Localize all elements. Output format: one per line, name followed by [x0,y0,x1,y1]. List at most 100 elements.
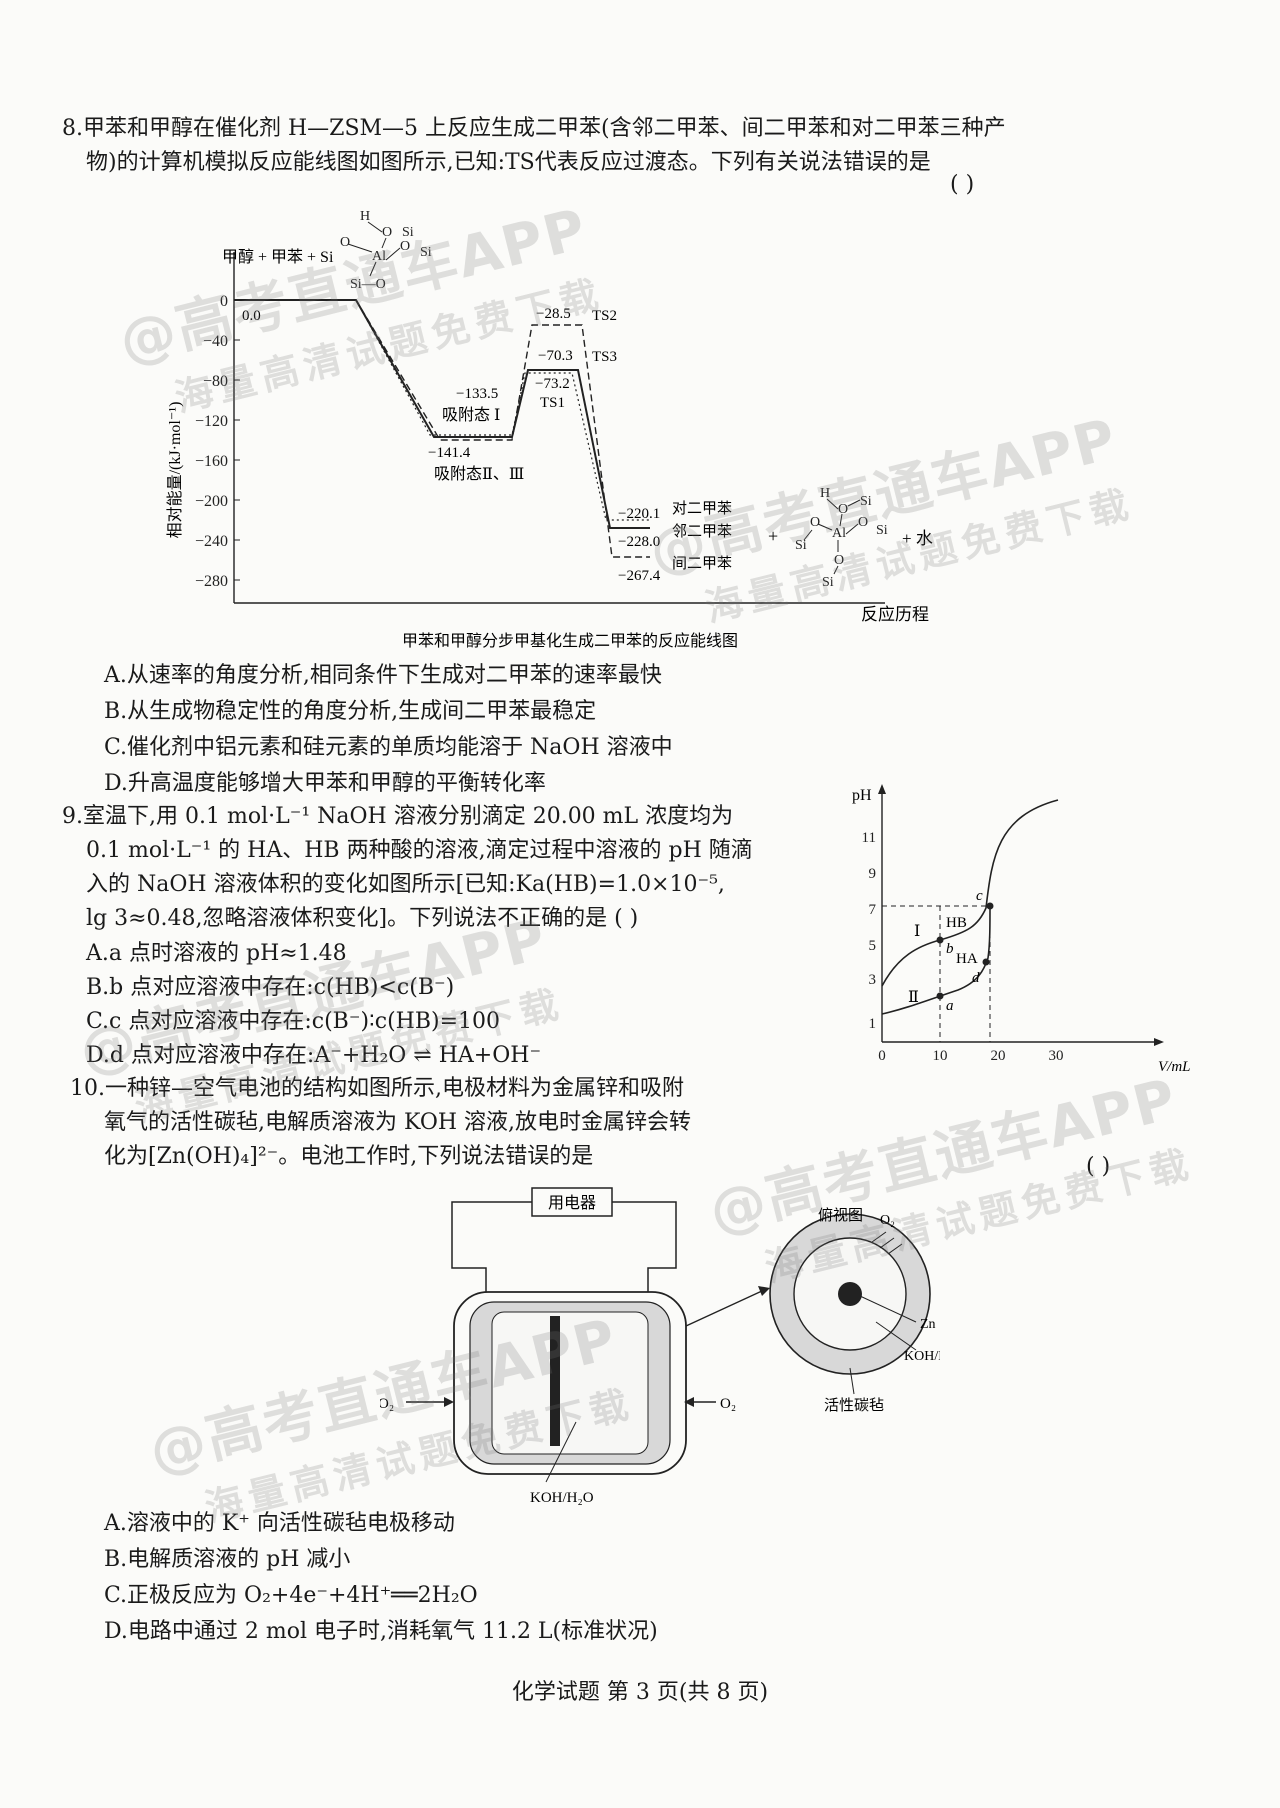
label-meta-value: −267.4 [618,568,661,584]
svg-text:H: H [360,209,370,224]
svg-text:10: 10 [933,1048,948,1064]
ytick-80: −80 [203,373,228,390]
q10-option-b: B.电解质溶液的 pH 减小 [104,1547,351,1572]
svg-text:O: O [382,225,392,240]
svg-text:Si—O: Si—O [350,277,386,292]
svg-text:O: O [340,235,350,250]
point-d [982,958,990,966]
label-ts3-value: −70.3 [538,348,573,364]
q9-option-d: D.d 点对应溶液中存在:A⁻+H₂O ⇌ HA+OH⁻ [86,1043,542,1068]
label-ads23-value: −141.4 [428,445,471,461]
topview-o2-label: O₂ [880,1213,895,1228]
label-hb: HB [946,915,967,931]
label-ortho: 邻二甲苯 [672,523,732,540]
zinc-electrode [550,1316,560,1446]
path-ts3-solid [234,299,650,529]
koh-label: KOH/H₂O [904,1349,940,1364]
label-b: b [946,941,954,957]
svg-text:30: 30 [1049,1048,1064,1064]
svg-text:Si: Si [795,538,807,553]
start-label: 甲醇 + 甲苯 + Si [222,248,334,266]
curve-ha [881,905,991,1015]
ytick-200: −200 [195,493,228,510]
catalyst-structure-end: H O Si O Al O Si Si O Si [795,486,888,590]
label-meta: 间二甲苯 [672,555,732,572]
ytick-40: −40 [203,333,228,350]
svg-text:0: 0 [878,1048,886,1064]
svg-text:O: O [838,502,848,517]
label-para: 对二甲苯 [672,500,732,517]
q9-line3: 入的 NaOH 溶液体积的变化如图所示[已知:Ka(HB)=1.0×10⁻⁵, [86,872,725,897]
felt-label: 活性碳毡 [824,1397,884,1414]
wire-right [612,1201,677,1292]
label-ts3: TS3 [592,349,617,365]
electrolyte-label: KOH/H₂O [530,1490,594,1506]
ph-y-ticks: 1 3 5 7 9 11 [862,830,877,1032]
q9-option-a: A.a 点时溶液的 pH≈1.48 [86,941,347,966]
label-ads1: 吸附态 Ⅰ [442,406,500,424]
svg-text:Si: Si [402,225,414,240]
ytick-160: −160 [195,453,228,470]
o2-left-label: O₂ [380,1396,394,1412]
catalyst-structure-start: H O Si O Al O Si Si—O [340,209,432,292]
point-c [986,902,994,910]
label-ts1-value: −73.2 [535,376,570,392]
svg-text:Si: Si [420,245,432,260]
q8-line1: 8.甲苯和甲醇在催化剂 H—ZSM—5 上反应生成二甲苯(含邻二甲苯、间二甲苯和… [62,116,1006,141]
energy-caption: 甲苯和甲醇分步甲基化生成二甲苯的反应能线图 [402,631,738,650]
label-ts2-value: −28.5 [536,306,571,322]
svg-text:Si: Si [876,523,888,538]
label-para-value: −220.1 [618,506,660,522]
energy-y-ticks: 0 −40 −80 −120 −160 −200 −240 −280 [195,293,240,590]
energy-y-label: 相对能量/(kJ·mol⁻¹) [166,402,184,539]
path-ts2-dashed [234,299,650,558]
q10-answer-paren: ( ) [1086,1154,1111,1179]
svg-text:O: O [400,239,410,254]
q8-option-a: A.从速率的角度分析,相同条件下生成对二甲苯的速率最快 [104,663,662,688]
svg-text:Al: Al [832,526,846,541]
svg-text:9: 9 [869,866,877,882]
q9-option-c: C.c 点对应溶液中存在:c(B⁻)∶c(HB)=100 [86,1009,501,1034]
svg-text:H: H [820,486,830,501]
device-label: 用电器 [548,1194,596,1212]
point-b [936,936,944,944]
ytick-280: −280 [195,573,228,590]
label-curve1: Ⅰ [914,923,920,940]
q9-line1: 9.室温下,用 0.1 mol·L⁻¹ NaOH 溶液分别滴定 20.00 mL… [62,804,734,829]
to-topview-arrow [685,1289,765,1327]
q10-option-a: A.溶液中的 K⁺ 向活性碳毡电极移动 [104,1511,455,1536]
label-ads1-value: −133.5 [456,386,498,402]
zn-label: Zn [920,1317,936,1332]
svg-text:3: 3 [869,972,877,988]
q8-option-c: C.催化剂中铝元素和硅元素的单质均能溶于 NaOH 溶液中 [104,735,673,760]
q9-line2: 0.1 mol·L⁻¹ 的 HA、HB 两种酸的溶液,滴定过程中溶液的 pH 随… [86,838,753,863]
ytick-240: −240 [195,533,228,550]
label-ha: HA [956,951,978,967]
topview-label: 俯视图 [818,1207,863,1224]
q10-line2: 氧气的活性碳毡,电解质溶液为 KOH 溶液,放电时金属锌会转 [104,1110,692,1135]
page-footer: 化学试题 第 3 页(共 8 页) [511,1680,769,1705]
label-d: d [972,970,980,986]
curve-hb [881,799,1059,987]
topview-zinc [838,1282,862,1306]
q10-line3: 化为[Zn(OH)₄]²⁻。电池工作时,下列说法错误的是 [104,1144,594,1169]
label-c: c [976,888,983,904]
label-ads23: 吸附态Ⅱ、Ⅲ [434,465,524,483]
titration-plot: pH V/mL 1 3 5 7 9 11 0 10 20 30 a b c d … [852,784,1191,1075]
electrolyte-region [491,1311,649,1455]
battery-diagram: 用电器 O₂ O₂ KOH/H₂O 俯视图 O₂ Zn KOH/H₂O 活性碳毡 [380,1187,940,1506]
cell-outer [453,1291,687,1475]
label-0: 0.0 [242,308,261,324]
ph-axis-label: pH [852,787,872,804]
label-curve2: Ⅱ [908,989,919,1006]
svg-text:Al: Al [372,249,386,264]
svg-text:O: O [858,515,868,530]
label-ts2: TS2 [592,308,617,324]
q8-line2: 物)的计算机模拟反应能线图如图所示,已知:TS代表反应过渡态。下列有关说法错误的… [86,150,931,175]
plus-water: + 水 [902,529,933,548]
wire-left [451,1201,532,1292]
svg-text:1: 1 [869,1016,877,1032]
volume-axis-label: V/mL [1158,1059,1191,1075]
svg-text:5: 5 [869,938,877,954]
svg-text:11: 11 [862,830,876,846]
